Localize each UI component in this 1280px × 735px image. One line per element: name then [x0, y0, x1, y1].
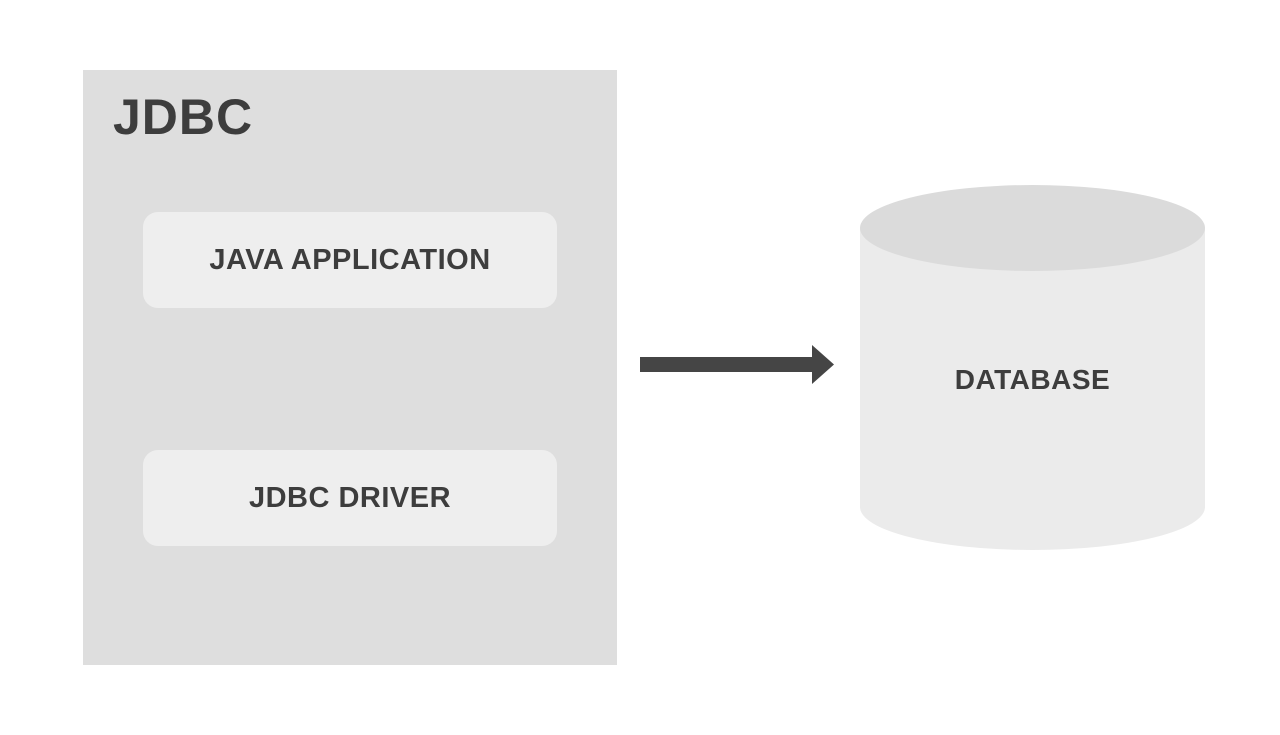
node-java-application-label: JAVA APPLICATION [209, 243, 491, 276]
node-jdbc-driver: JDBC DRIVER [143, 450, 557, 546]
arrow-right-icon [640, 345, 834, 384]
jdbc-group-box: JDBC JAVA APPLICATION JDBC DRIVER [83, 70, 617, 665]
jdbc-group-title: JDBC [113, 89, 254, 145]
node-java-application: JAVA APPLICATION [143, 212, 557, 308]
database-label: DATABASE [954, 364, 1111, 395]
database-cylinder-icon [860, 185, 1205, 550]
node-jdbc-driver-label: JDBC DRIVER [248, 481, 452, 514]
